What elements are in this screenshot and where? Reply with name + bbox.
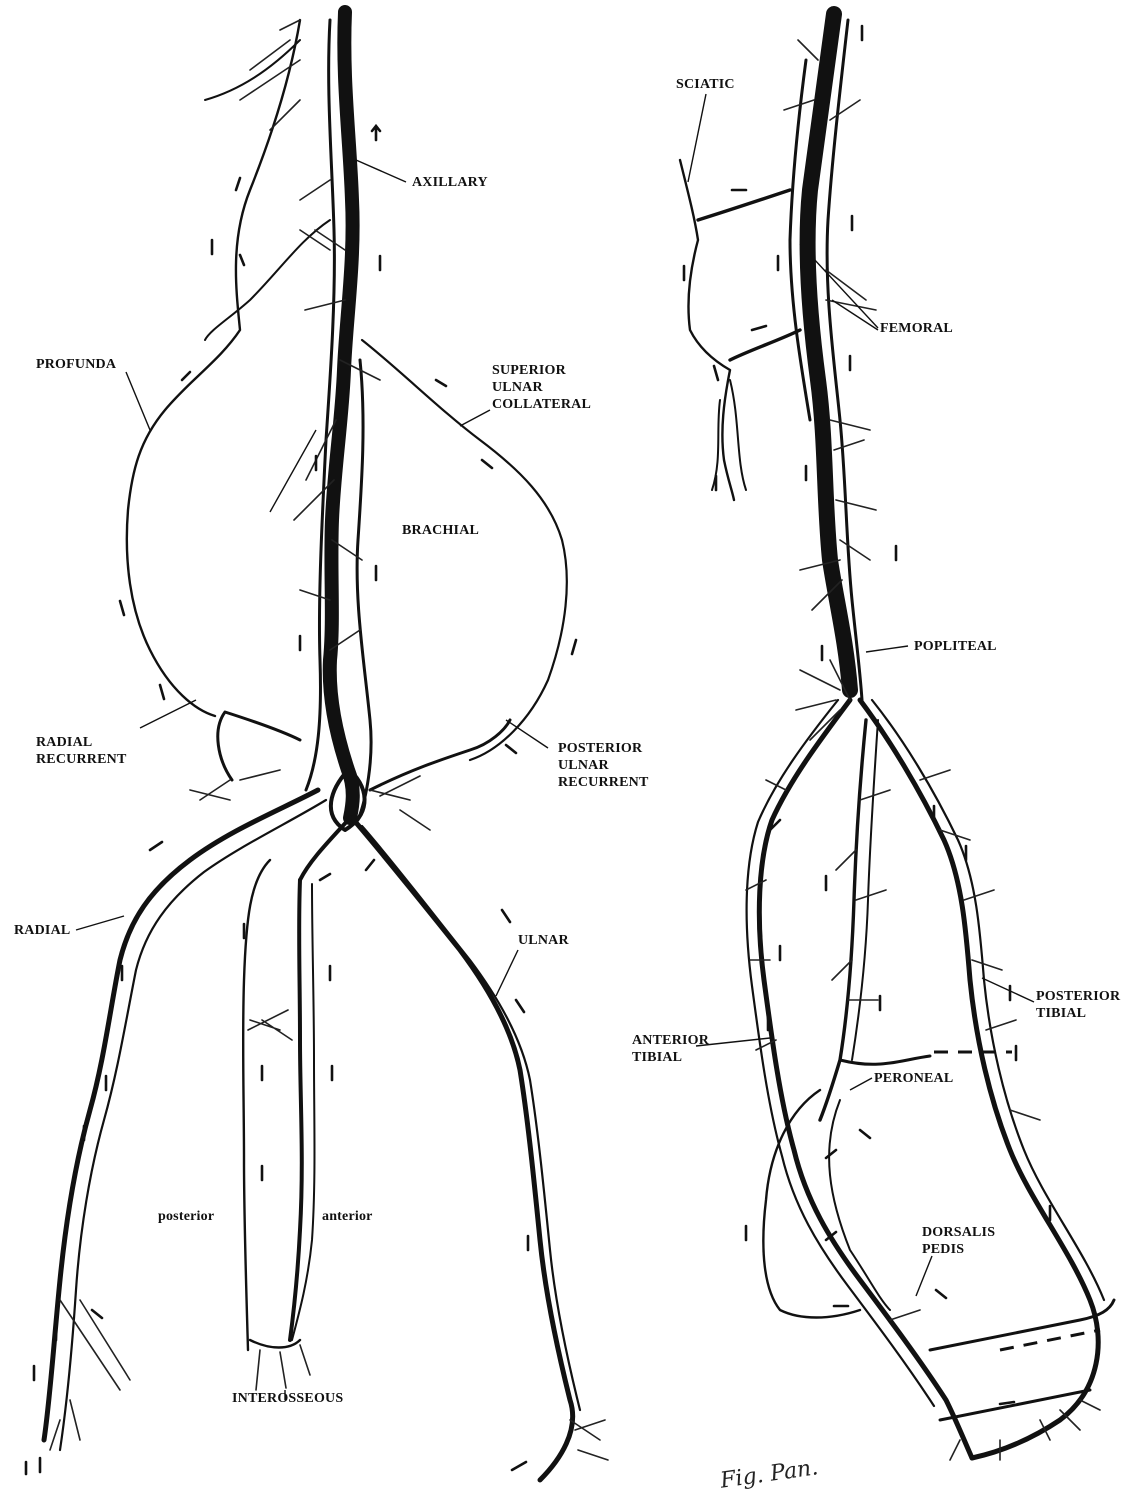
femoral-artery: [808, 14, 850, 690]
leader-radial-recurrent: [140, 700, 196, 728]
label-peroneal: PERONEAL: [874, 1070, 953, 1087]
label-posterior-ulnar-recurrent: POSTERIOR ULNAR RECURRENT: [558, 740, 648, 791]
arrow-8: [240, 255, 244, 265]
label-posterior-tibial-line-2: TIBIAL: [1036, 1005, 1120, 1022]
label-radial: RADIAL: [14, 922, 70, 939]
profunda-artery: [127, 20, 300, 716]
arm-vessels: [44, 12, 608, 1480]
label-radial-recurrent-line-1: RADIAL: [36, 734, 126, 751]
label-femoral: FEMORAL: [880, 320, 953, 337]
arrow-28: [320, 874, 330, 880]
label-brachial: BRACHIAL: [402, 522, 479, 539]
leader-popliteal: [866, 646, 908, 652]
arrow-12: [436, 380, 446, 386]
leader-radial: [76, 916, 124, 930]
leader-sciatic: [688, 94, 706, 182]
plantar-arch: [930, 1300, 1114, 1350]
leader-profunda: [126, 372, 150, 430]
label-posterior-ulnar-recurrent-line-3: RECURRENT: [558, 774, 648, 791]
radial-recurrent-artery: [218, 712, 300, 780]
peroneal-communicating: [840, 1056, 930, 1064]
radial-vein: [60, 800, 326, 1450]
arrow-6: [236, 178, 240, 190]
arrow-31: [516, 1000, 524, 1012]
label-profunda: PROFUNDA: [36, 356, 116, 373]
label-anterior-tibial-line-2: TIBIAL: [632, 1049, 709, 1066]
ulnar-vein: [362, 826, 580, 1410]
foot-twigs: [890, 1310, 1100, 1460]
leader-ulnar: [496, 950, 518, 996]
label-dorsalis-pedis-line-1: DORSALIS: [922, 1224, 995, 1241]
label-anterior-tibial-line-1: ANTERIOR: [632, 1032, 709, 1049]
arrow-13: [482, 460, 492, 468]
anterior-interosseous-artery: [290, 880, 302, 1340]
arrow-11: [160, 685, 164, 699]
label-posterior-ulnar-recurrent-line-1: POSTERIOR: [558, 740, 648, 757]
leader-axillary: [356, 160, 406, 182]
label-superior-ulnar-collateral: SUPERIOR ULNAR COLLATERAL: [492, 362, 591, 413]
radial-hand-twigs: [50, 1300, 130, 1450]
radial-artery: [44, 790, 318, 1440]
label-radial-recurrent: RADIAL RECURRENT: [36, 734, 126, 768]
leg-arrow-29: [860, 1130, 870, 1138]
axillary-artery: [330, 12, 353, 818]
arrow-33: [512, 1462, 526, 1470]
leg-arrow-28: [1000, 1402, 1014, 1404]
label-dorsalis-pedis: DORSALIS PEDIS: [922, 1224, 995, 1258]
leg-arrow-5: [752, 326, 766, 330]
label-superior-ulnar-collateral-line-2: ULNAR: [492, 379, 591, 396]
leader-superior-ulnar-collateral: [460, 410, 490, 426]
arrow-34: [26, 1458, 40, 1474]
arrow-22: [92, 1310, 102, 1318]
arrow-30: [502, 910, 510, 922]
label-interosseous: INTEROSSEOUS: [232, 1390, 343, 1407]
label-ulnar: ULNAR: [518, 932, 569, 949]
posterior-ulnar-recurrent-artery: [370, 720, 510, 790]
leg-flow-arrows: [684, 26, 1050, 1404]
leader-dorsalis-pedis: [916, 1256, 932, 1296]
sciatic-femoral-connection-upper: [698, 190, 790, 220]
label-posterior-tibial-line-1: POSTERIOR: [1036, 988, 1120, 1005]
label-posterior-tibial: POSTERIOR TIBIAL: [1036, 988, 1120, 1022]
sciatic-lower: [712, 380, 746, 490]
sciatic-femoral-connection-lower: [730, 330, 800, 360]
arrow-9: [182, 372, 190, 380]
leader-brachial: [270, 430, 316, 512]
posterior-interosseous-artery: [243, 860, 270, 1350]
label-posterior-ulnar-recurrent-line-2: ULNAR: [558, 757, 648, 774]
leader-femoral-2: [832, 300, 878, 330]
ulnar-hand-twigs: [570, 1420, 608, 1460]
arrow-29: [366, 860, 374, 870]
arrow-1: [372, 126, 380, 140]
leg-arrow-7: [714, 366, 718, 380]
leader-peroneal: [850, 1078, 872, 1090]
label-superior-ulnar-collateral-line-1: SUPERIOR: [492, 362, 591, 379]
label-anterior-tibial: ANTERIOR TIBIAL: [632, 1032, 709, 1066]
peroneal-twigs: [832, 790, 890, 1000]
interosseous-join: [250, 1340, 300, 1348]
label-dorsalis-pedis-line-2: PEDIS: [922, 1241, 995, 1258]
leg-arrow-27: [936, 1290, 946, 1298]
leg-arrow-23: [826, 1150, 836, 1158]
label-posterior: posterior: [158, 1208, 214, 1225]
label-popliteal: POPLITEAL: [914, 638, 997, 655]
leg-vessels: [680, 14, 1114, 1460]
arrow-16: [150, 842, 162, 850]
arrow-15: [506, 745, 516, 753]
common-interosseous-artery: [300, 818, 350, 880]
brachial-companion: [357, 360, 371, 820]
label-sciatic: SCIATIC: [676, 76, 735, 93]
label-superior-ulnar-collateral-line-3: COLLATERAL: [492, 396, 591, 413]
arrow-10: [120, 601, 124, 615]
leader-posterior-tibial: [982, 978, 1034, 1002]
label-anterior: anterior: [322, 1208, 373, 1225]
arrow-14: [572, 640, 576, 654]
label-axillary: AXILLARY: [412, 174, 488, 191]
label-radial-recurrent-line-2: RECURRENT: [36, 751, 126, 768]
